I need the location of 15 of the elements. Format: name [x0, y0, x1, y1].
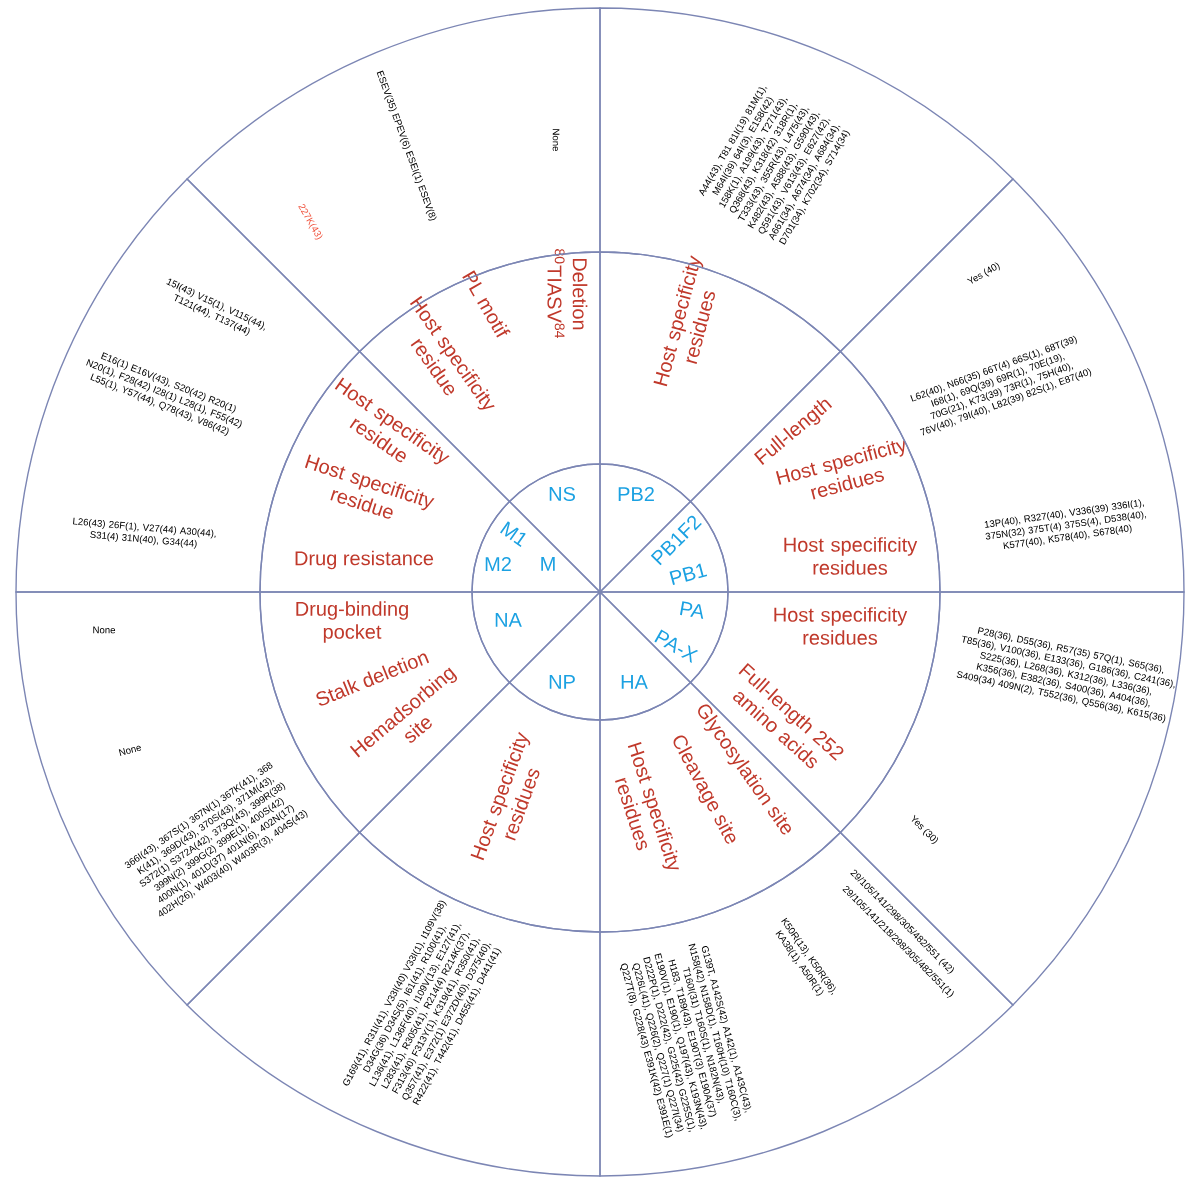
protein-label: PB2	[618, 487, 654, 501]
protein-label: HA	[621, 675, 648, 689]
protein-label: M1	[500, 521, 526, 548]
protein-label: PB1	[669, 563, 708, 586]
protein-label: NA	[495, 613, 522, 627]
protein-label: PA	[680, 601, 704, 619]
feature-label: Deletion	[572, 258, 588, 330]
feature-label: Drug resistance	[295, 550, 434, 570]
feature-label: Host specificity residues	[774, 607, 908, 645]
protein-label: NP	[549, 675, 575, 689]
feature-label: Drug-binding pocket	[296, 601, 408, 643]
protein-label: M	[541, 557, 555, 571]
protein-label: M2	[485, 557, 511, 571]
feature-label: Host specificity residues	[784, 537, 918, 575]
protein-label: NS	[549, 486, 575, 502]
